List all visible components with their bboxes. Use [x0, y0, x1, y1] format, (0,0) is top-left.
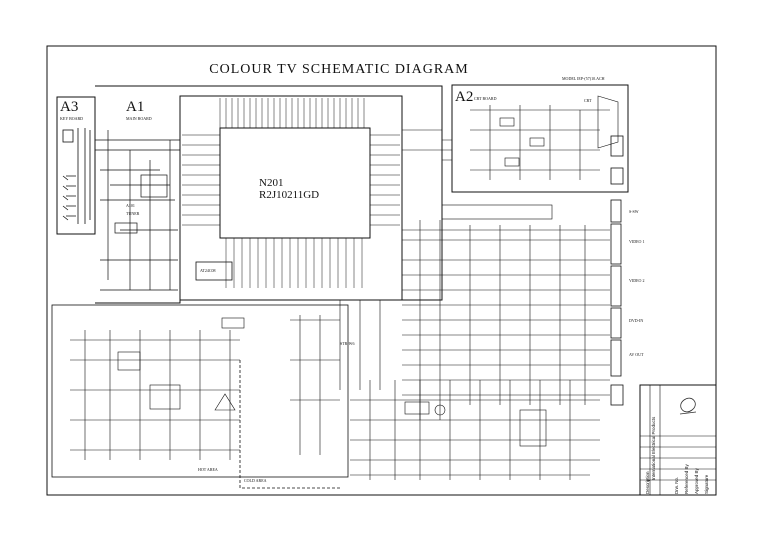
sheet-border [46, 45, 717, 496]
block-a3-label: KEY BOARD [60, 116, 83, 121]
signal-wiring [339, 204, 610, 420]
crt-label: CRT [584, 98, 592, 103]
tuner-ref: A101 [126, 203, 135, 208]
block-a3-keyboard: A3 KEY BOARD [56, 96, 96, 235]
power-supply-section: STR-W6 HOT AREA COLD AREA [51, 304, 354, 489]
page-title: COLOUR TV SCHEMATIC DIAGRAM [209, 62, 468, 77]
block-a1-id: A1 [126, 99, 144, 115]
main-ic-ref: N201 [259, 177, 283, 189]
tuner-label: TUNER [126, 211, 140, 216]
connector-column [610, 135, 624, 406]
block-a3-id: A3 [60, 99, 78, 115]
cold-area-label: COLD AREA [244, 478, 267, 483]
title-block-company: International Electrical Products [651, 416, 656, 480]
block-a2-id: A2 [455, 89, 473, 105]
title-block-row-signature: Signature [704, 474, 709, 494]
block-a2-label: CRT BOARD [474, 96, 497, 101]
block-a2-crtboard: A2 CRT BOARD CRT [402, 84, 629, 193]
connector-video1: VIDEO 1 [629, 239, 644, 244]
lower-circuitry [350, 380, 600, 480]
connector-video2: VIDEO 2 [629, 278, 644, 283]
company-logo [679, 397, 697, 415]
hot-area-label: HOT AREA [198, 467, 218, 472]
eeprom-label: AT24C08 [200, 268, 216, 273]
title-block: International Electrical Products Descri… [639, 384, 717, 496]
model-number: MODEL IEP-(57)10.ACH [562, 76, 605, 81]
connector-dvd-in: DVD-IN [629, 318, 643, 323]
block-a1-label: MAIN BOARD [126, 116, 152, 121]
title-block-row-approved: Approved By [694, 467, 699, 494]
connector-av-out: AV OUT [629, 352, 644, 357]
main-ic-part: R2J10211GD [259, 189, 319, 201]
title-block-row-description: Description [645, 471, 650, 494]
connector-sw: S-SW [629, 209, 639, 214]
main-ic-n201: N201 R2J10211GD AT24C08 [179, 95, 403, 301]
title-block-row-drw: Drw. No. [674, 477, 679, 494]
power-ic-label: STR-W6 [340, 341, 354, 346]
title-block-row-ref: Referenced By [684, 463, 689, 494]
